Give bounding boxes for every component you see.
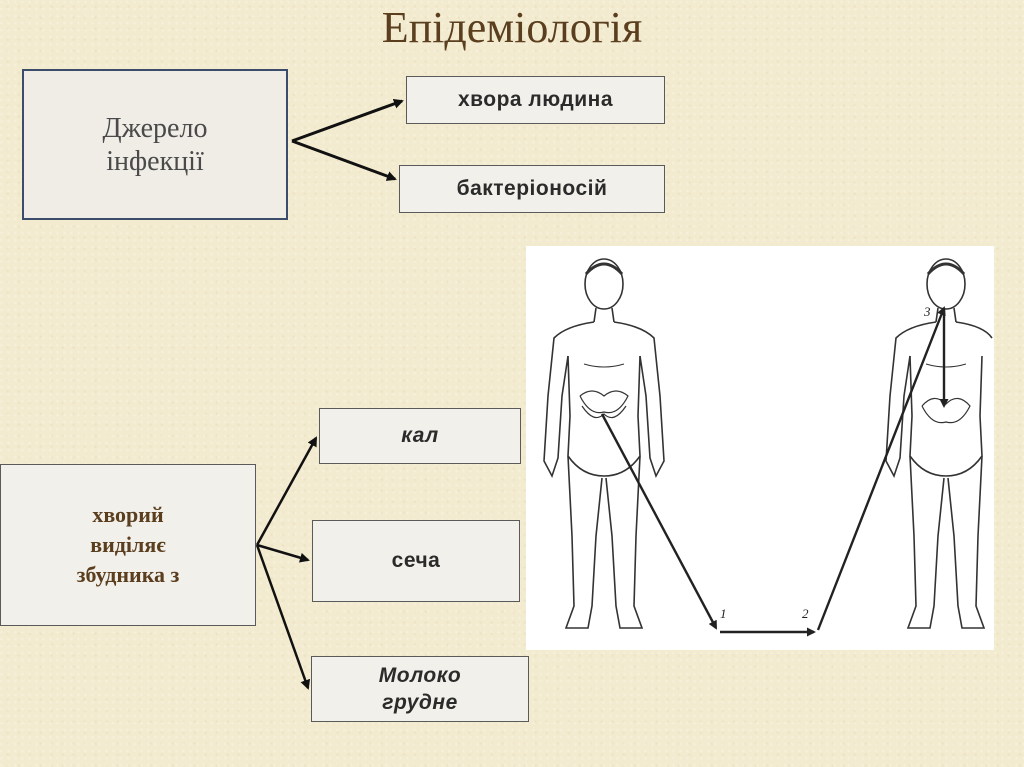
sick-person-label: хвора людина	[457, 88, 614, 111]
page-title: Епідеміологія	[381, 3, 643, 52]
transmission-figure: 1 2 3	[526, 246, 994, 650]
arrow-excretion-to-environment	[600, 413, 718, 630]
human-figures-illustration: 1 2 3	[543, 258, 993, 637]
marker-3: 3	[923, 304, 931, 319]
excretion-box: хворий виділяє збудника з	[0, 464, 256, 626]
breast-milk-label-2: грудне	[382, 691, 458, 714]
arrow-to-mouth	[816, 306, 946, 631]
left-human-figure	[543, 258, 665, 629]
arrow-to-urine	[256, 543, 310, 563]
arrow-to-breast-milk	[255, 544, 311, 690]
breast-milk-box: Молоко грудне	[311, 656, 529, 722]
arrow-to-feces	[255, 436, 318, 546]
arrow-to-carrier	[291, 139, 397, 181]
urine-label: сеча	[391, 549, 441, 572]
marker-2: 2	[802, 606, 809, 621]
right-human-figure	[885, 258, 993, 629]
infection-source-box: Джерело інфекції	[22, 69, 288, 220]
breast-milk-label-1: Молоко	[378, 664, 462, 687]
infection-source-label-1: Джерело	[102, 112, 208, 144]
feces-label: кал	[401, 424, 439, 447]
infection-source-label-2: інфекції	[106, 145, 204, 177]
excretion-label-1: хворий	[92, 502, 164, 527]
excretion-label-2: виділяє	[90, 532, 166, 557]
arrow-to-sick-person	[291, 99, 404, 143]
urine-box: сеча	[312, 520, 520, 602]
carrier-label: бактеріоносій	[456, 177, 608, 200]
carrier-box: бактеріоносій	[399, 165, 665, 213]
feces-box: кал	[319, 408, 521, 464]
marker-1: 1	[720, 606, 727, 621]
sick-person-box: хвора людина	[406, 76, 665, 124]
excretion-label-3: збудника з	[76, 562, 180, 587]
